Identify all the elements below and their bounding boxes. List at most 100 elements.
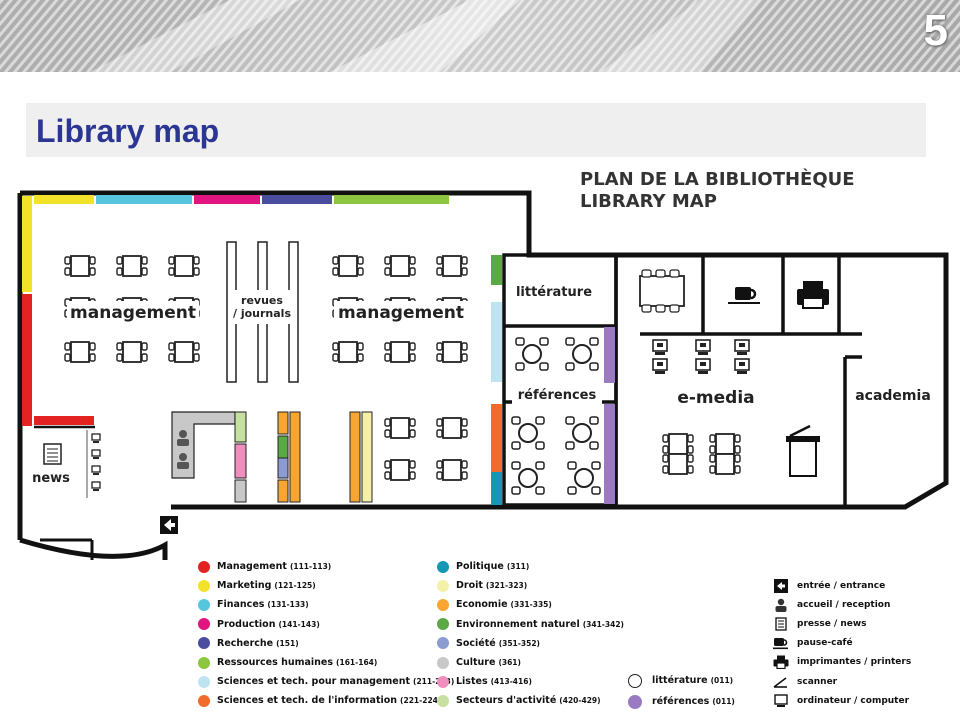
legend-item: Production(141-143) (198, 615, 454, 634)
legend-name: Listes (456, 676, 488, 688)
legend-name: Secteurs d'activité (456, 695, 557, 707)
academia-label: academia (855, 388, 931, 404)
page-title: Library map (36, 113, 220, 149)
legend-item: Management(111-113) (198, 557, 454, 576)
legend-item: Marketing(121-125) (198, 576, 454, 595)
study-table (384, 255, 416, 277)
legend-dot (198, 675, 210, 688)
computer-icon (773, 694, 789, 708)
study-table (436, 255, 468, 277)
study-table (64, 255, 96, 277)
legend-code: (211-213) (413, 677, 455, 687)
study-table (384, 459, 416, 481)
management-right-label: management (338, 303, 464, 323)
legend-code: (161-164) (336, 658, 378, 668)
legend-name: Société (456, 637, 496, 649)
key-label: entrée / entrance (797, 580, 886, 591)
references-label: références (518, 388, 597, 403)
legend-item: Recherche(151) (198, 634, 454, 653)
legend-code: (131-133) (267, 600, 309, 610)
floor-plan: revues / journals management management (17, 190, 949, 560)
legend-name: Economie (456, 599, 508, 611)
scanner-icon (773, 675, 789, 689)
study-table (384, 417, 416, 439)
study-table (384, 341, 416, 363)
circle-dot (628, 694, 642, 709)
legend-dot (198, 618, 210, 631)
printer-icon (797, 281, 829, 309)
legend-code: (141-143) (278, 619, 320, 629)
legend-item: Ressources humaines(161-164) (198, 653, 454, 672)
map-heading-en: LIBRARY MAP (580, 191, 717, 212)
color-shelves-middle (277, 411, 373, 503)
emedia-label: e-media (677, 388, 754, 408)
legend-name: Environnement naturel (456, 618, 580, 630)
slide-number: 5 (923, 6, 948, 55)
legend-dot (198, 560, 210, 573)
key-label: accueil / reception (797, 599, 891, 610)
legend-item: Secteurs d'activité(420-429) (437, 691, 624, 710)
banner-background (0, 0, 960, 72)
coffee-cup-icon (773, 636, 789, 650)
newspaper-icon (773, 617, 789, 631)
legend-name: Marketing (217, 580, 272, 592)
coffee-cup-icon (728, 287, 760, 304)
legend-item: Economie(331-335) (437, 595, 624, 614)
key-computer: ordinateur / computer (773, 691, 911, 710)
legend-dot (437, 637, 449, 650)
legend-item: Politique(311) (437, 557, 624, 576)
revues-label: revues (241, 294, 283, 307)
building-walls (17, 190, 949, 560)
legend-dot (437, 656, 449, 669)
legend-name: Politique (456, 561, 504, 573)
management-left-label: management (70, 303, 196, 323)
legend-item: Culture(361) (437, 653, 624, 672)
legend-code: (011) (710, 676, 734, 685)
legend-dot (437, 694, 449, 707)
legend-litterature: littérature(011) (628, 670, 735, 691)
legend-code: (151) (276, 638, 299, 648)
legend-name: littérature (652, 675, 708, 686)
legend-code: (420-429) (559, 696, 601, 706)
legend-item: Environnement naturel(341-342) (437, 615, 624, 634)
round-tables (511, 337, 601, 495)
legend-dot (437, 618, 449, 631)
study-table (116, 255, 148, 277)
legend-dot (198, 656, 210, 669)
legend-name: Finances (217, 599, 265, 611)
top-color-strips (34, 195, 449, 204)
legend-code: (331-335) (510, 600, 552, 610)
key-label: scanner (797, 676, 838, 687)
key-news: presse / news (773, 614, 911, 633)
study-table (64, 341, 96, 363)
study-table (436, 417, 468, 439)
study-table (168, 341, 200, 363)
study-table (436, 341, 468, 363)
study-tables-lower (384, 417, 468, 481)
legend-item: Sciences et tech. de l'information(221-2… (198, 691, 454, 710)
legend-code: (011) (712, 697, 735, 706)
key-label: presse / news (797, 618, 867, 629)
legend-dot (198, 598, 210, 611)
legend-item: Droit(321-323) (437, 576, 624, 595)
reception-person-icon (773, 598, 789, 612)
entrance-icon (160, 516, 178, 534)
map-heading: PLAN DE LA BIBLIOTHÈQUE LIBRARY MAP (580, 169, 855, 213)
key-label: pause-café (797, 638, 853, 649)
legend-item: Finances(131-133) (198, 595, 454, 614)
key-label: ordinateur / computer (797, 695, 910, 706)
legend-name: Management (217, 561, 287, 573)
legend-name: Droit (456, 580, 483, 592)
legend-name: Culture (456, 657, 496, 669)
legend-item: Listes(413-416) (437, 672, 624, 691)
legend-dot (437, 560, 449, 573)
legend-name: références (652, 696, 710, 707)
legend-code: (321-323) (485, 581, 528, 591)
legend-name: Production (217, 618, 276, 630)
key-coffee: pause-café (773, 634, 911, 653)
entrance-icon (773, 578, 789, 593)
news-label: news (32, 471, 70, 486)
legend-name: Recherche (217, 637, 274, 649)
key-printer: imprimantes / printers (773, 653, 911, 672)
legend-code: (351-352) (498, 638, 540, 648)
